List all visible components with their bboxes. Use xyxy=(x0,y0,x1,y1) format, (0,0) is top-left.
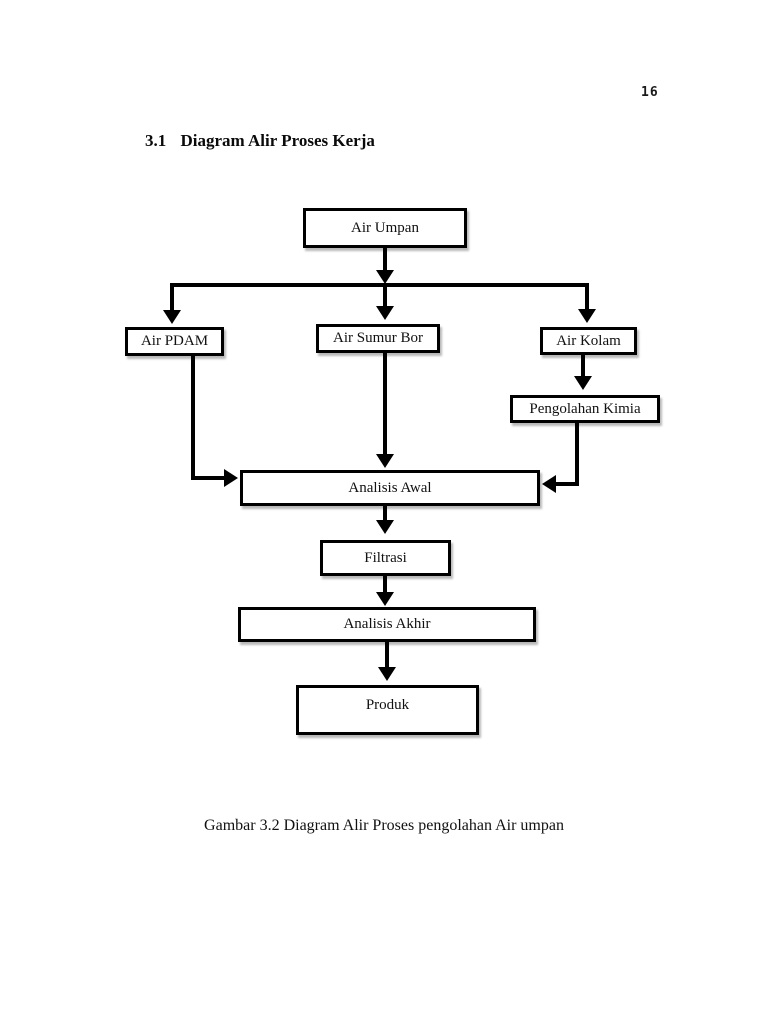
connector-analisis-awal-to-filtrasi xyxy=(383,505,387,522)
connector-air-sumur-bor-to-analisis-awal xyxy=(383,352,387,456)
node-pengolahan-kimia: Pengolahan Kimia xyxy=(510,395,660,423)
node-produk: Produk xyxy=(296,685,479,735)
section-number: 3.1 xyxy=(145,131,167,150)
arrowhead-down-icon xyxy=(163,310,181,324)
node-air-umpan: Air Umpan xyxy=(303,208,467,248)
arrowhead-down-icon xyxy=(578,309,596,323)
arrowhead-down-icon xyxy=(378,667,396,681)
connector-air-pdam-down xyxy=(191,355,195,480)
node-air-kolam: Air Kolam xyxy=(540,327,637,355)
connector-branch-to-air-kolam xyxy=(585,286,589,311)
connector-pengolahan-kimia-to-analisis-awal xyxy=(556,482,579,486)
arrowhead-down-icon xyxy=(376,306,394,320)
connector-air-umpan-down xyxy=(383,247,387,273)
section-heading: 3.1 Diagram Alir Proses Kerja xyxy=(145,131,375,151)
connector-analisis-akhir-to-produk xyxy=(385,641,389,669)
node-air-sumur-bor: Air Sumur Bor xyxy=(316,324,440,353)
connector-filtrasi-to-analisis-akhir xyxy=(383,575,387,594)
connector-air-pdam-to-analisis-awal xyxy=(191,476,224,480)
arrowhead-down-icon xyxy=(376,454,394,468)
connector-air-kolam-to-pengolahan-kimia xyxy=(581,354,585,378)
node-air-pdam: Air PDAM xyxy=(125,327,224,356)
arrowhead-down-icon xyxy=(376,520,394,534)
node-filtrasi: Filtrasi xyxy=(320,540,451,576)
node-analisis-akhir: Analisis Akhir xyxy=(238,607,536,642)
node-analisis-awal: Analisis Awal xyxy=(240,470,540,506)
figure-caption: Gambar 3.2 Diagram Alir Proses pengolaha… xyxy=(204,817,564,834)
connector-pengolahan-kimia-down xyxy=(575,422,579,486)
arrowhead-left-icon xyxy=(542,475,556,493)
connector-branch-to-air-pdam xyxy=(170,286,174,312)
arrowhead-down-icon xyxy=(376,592,394,606)
connector-branch-bar xyxy=(170,283,589,287)
arrowhead-down-icon xyxy=(376,270,394,284)
page-number: 16 xyxy=(641,85,659,100)
section-title: Diagram Alir Proses Kerja xyxy=(180,131,375,150)
arrowhead-down-icon xyxy=(574,376,592,390)
connector-branch-to-air-sumur-bor xyxy=(383,286,387,308)
arrowhead-right-icon xyxy=(224,469,238,487)
